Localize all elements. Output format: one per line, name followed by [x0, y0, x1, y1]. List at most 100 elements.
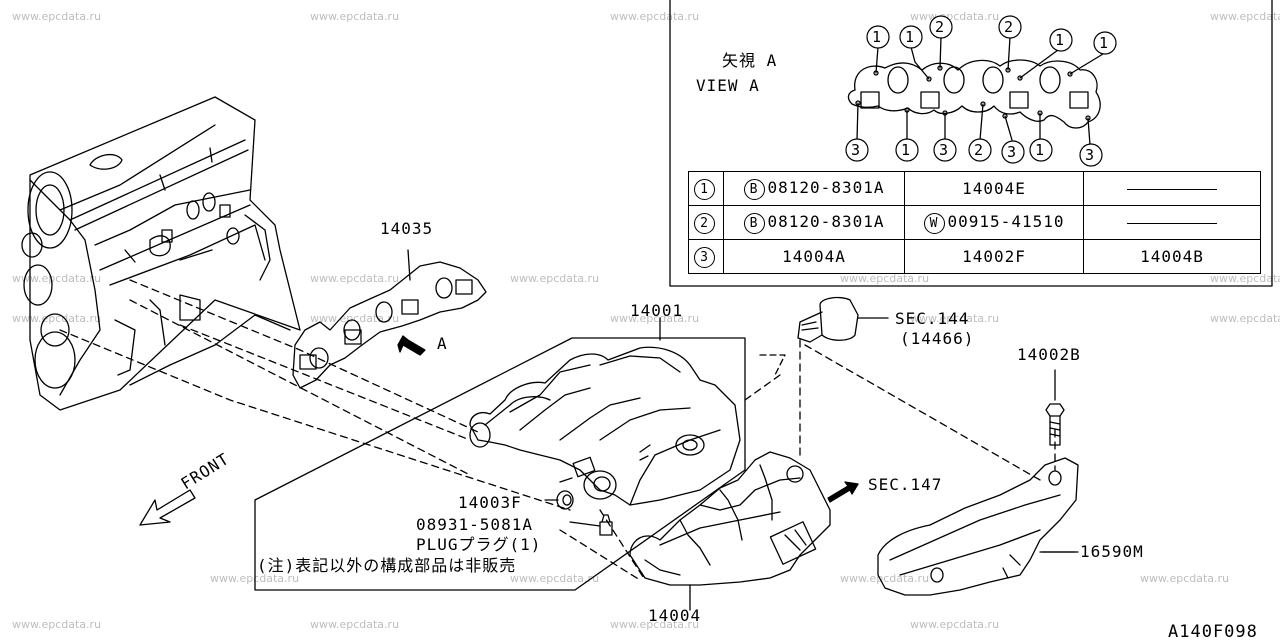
- ref-cell: 1: [688, 171, 724, 206]
- callout-number: 1: [905, 28, 916, 46]
- callout-circle: [1001, 140, 1025, 164]
- view-title-en: VIEW A: [696, 76, 760, 95]
- bolt-14002b: [1045, 369, 1065, 446]
- callout-number: 1: [1035, 141, 1046, 159]
- watermark: www.epcdata.ru: [310, 10, 400, 23]
- watermark: www.epcdata.ru: [840, 272, 930, 285]
- view-frame: [669, 0, 1273, 287]
- label-14035[interactable]: 14035: [380, 219, 434, 238]
- callout-circle: [1093, 31, 1117, 55]
- label-14003f[interactable]: 14003F: [458, 493, 522, 512]
- callout-circle: [933, 138, 957, 162]
- label-14002b[interactable]: 14002B: [1017, 345, 1081, 364]
- badge-w: W: [923, 212, 945, 234]
- part-cell: 14004B: [1083, 239, 1261, 274]
- label-sec144[interactable]: SEC.144: [895, 309, 970, 328]
- label-14004[interactable]: 14004: [648, 606, 702, 625]
- watermark: www.epcdata.ru: [12, 312, 102, 325]
- intake-manifold-14001: [469, 346, 741, 506]
- part-number: 08120-8301A: [767, 211, 885, 231]
- callout-circle: [866, 25, 890, 49]
- callout-number: 1: [1099, 34, 1110, 52]
- gasket-14035: [292, 249, 487, 389]
- ref-circle: 2: [694, 212, 715, 234]
- watermark: www.epcdata.ru: [510, 272, 600, 285]
- callout-number: 3: [851, 141, 862, 159]
- callout-number: 2: [1004, 18, 1015, 36]
- callout-number: 2: [974, 141, 985, 159]
- engine-block: [21, 96, 301, 411]
- view-a-gasket: [847, 36, 1104, 146]
- plug-and-bush: [544, 490, 613, 536]
- badge-b: B: [743, 212, 765, 234]
- part-cell: 14004A: [723, 239, 905, 274]
- part-cell: [1083, 171, 1261, 206]
- callout-number: 1: [872, 28, 883, 46]
- watermark: www.epcdata.ru: [12, 10, 102, 23]
- callout-number: 3: [1085, 146, 1096, 164]
- part-cell: 14004E: [904, 171, 1084, 206]
- empty-dash: [1127, 189, 1217, 190]
- badge-b: B: [743, 178, 765, 200]
- watermark: www.epcdata.ru: [910, 618, 1000, 631]
- callout-circle: [968, 138, 992, 162]
- ref-cell: 2: [688, 205, 724, 240]
- callout-circle: [929, 15, 953, 39]
- callout-circle: [1029, 138, 1053, 162]
- part-number: 08120-8301A: [767, 177, 885, 197]
- table-row: 3 14004A 14002F 14004B: [688, 239, 1261, 274]
- empty-dash: [1127, 223, 1217, 224]
- part-number: 14004A: [782, 247, 846, 266]
- front-arrow: [139, 489, 196, 526]
- sensor-sec144: [797, 296, 889, 343]
- label-sec147[interactable]: SEC.147: [868, 475, 943, 494]
- callout-number: 3: [939, 141, 950, 159]
- watermark: www.epcdata.ru: [910, 312, 1000, 325]
- label-16590m[interactable]: 16590M: [1080, 542, 1144, 561]
- ref-cell: 3: [688, 239, 724, 274]
- watermark: www.epcdata.ru: [510, 572, 600, 585]
- callout-number: 3: [1007, 143, 1018, 161]
- callout-circle: [998, 15, 1022, 39]
- watermark: www.epcdata.ru: [610, 10, 700, 23]
- exhaust-manifold-14004: [629, 451, 831, 586]
- ref-circle: 3: [694, 246, 715, 268]
- watermark: www.epcdata.ru: [1210, 312, 1280, 325]
- watermark: www.epcdata.ru: [12, 272, 102, 285]
- callout-circle: [1079, 143, 1103, 167]
- callout-number: 2: [935, 18, 946, 36]
- label-sec144-sub: (14466): [900, 329, 975, 348]
- callout-number: 1: [901, 141, 912, 159]
- callout-circle: [899, 25, 923, 49]
- part-number: 14002F: [962, 247, 1026, 266]
- ref-circle: 1: [694, 178, 715, 200]
- label-14001[interactable]: 14001: [630, 301, 684, 320]
- watermark: www.epcdata.ru: [610, 618, 700, 631]
- label-08931-5081a[interactable]: 08931-5081A: [416, 515, 533, 534]
- watermark: www.epcdata.ru: [310, 272, 400, 285]
- view-a-arrow: [397, 335, 426, 356]
- watermark: www.epcdata.ru: [310, 618, 400, 631]
- watermark: www.epcdata.ru: [12, 618, 102, 631]
- callout-circle: [845, 138, 869, 162]
- part-number: 00915-41510: [947, 211, 1065, 231]
- part-number: 14004B: [1140, 247, 1204, 266]
- callout-number: 1: [1055, 31, 1066, 49]
- leader-lines: [59, 279, 1056, 581]
- label-plug: PLUGプラグ(1): [416, 535, 542, 554]
- view-title-jp: 矢視 A: [722, 51, 778, 70]
- callout-circle: [895, 138, 919, 162]
- watermark: www.epcdata.ru: [1140, 572, 1230, 585]
- figure-code: A140F098: [1168, 622, 1258, 642]
- sec147-arrow: [827, 481, 859, 503]
- watermark: www.epcdata.ru: [1210, 272, 1280, 285]
